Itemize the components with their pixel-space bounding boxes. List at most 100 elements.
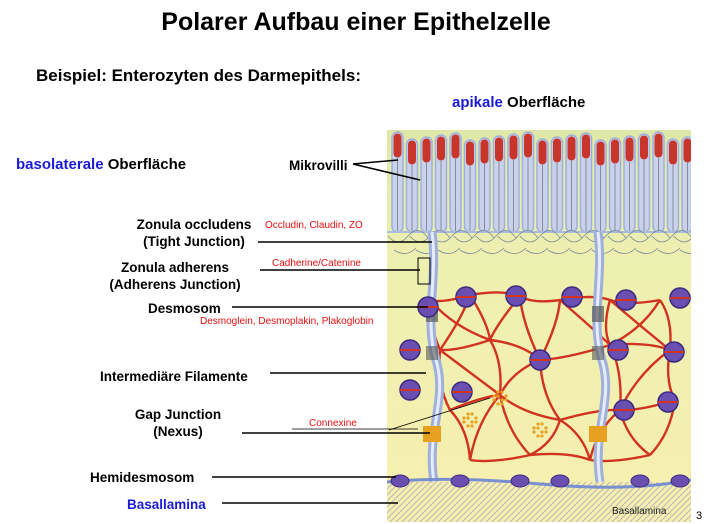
basallamina-figure-label: Basallamina (612, 506, 667, 517)
gap-junction-channel (589, 426, 607, 442)
microvillus-tip (408, 140, 416, 165)
filament-strand (529, 452, 591, 462)
granule (466, 416, 470, 420)
apical-rest: Oberfläche (502, 94, 586, 111)
microvillus-tip (654, 133, 663, 158)
hemidesmosomes (390, 474, 690, 488)
granule (474, 420, 478, 424)
granule (492, 398, 496, 402)
filament-strand (449, 409, 472, 461)
granule (466, 424, 470, 428)
filament-strand (498, 394, 531, 456)
web-fiber (673, 235, 691, 254)
basolateral-surface-label: basolaterale Oberfläche (16, 156, 186, 173)
granule (462, 420, 466, 424)
filament-strand (499, 394, 561, 422)
hemidesmosome (390, 474, 410, 488)
basolateral-rest: Oberfläche (103, 156, 187, 173)
microvillus-tip (611, 139, 619, 164)
microvillus-tip (553, 138, 561, 163)
hemidesmosome (630, 474, 650, 488)
microvillus-tip (625, 137, 634, 162)
microvilli (391, 131, 691, 233)
gap-junction-channel (423, 426, 441, 442)
microvillus-tip (582, 134, 590, 159)
granule (496, 390, 500, 394)
figure-body (387, 130, 691, 522)
hemidesmosome (550, 474, 570, 488)
adherens-bracket (417, 257, 431, 285)
web-fiber (541, 230, 583, 254)
microvillus-tip (451, 134, 460, 159)
web-fiber (629, 230, 671, 254)
gap-junction-granules (462, 390, 548, 438)
label-zonula-occludens: Zonula occludens (Tight Junction) (124, 216, 264, 250)
granule (532, 430, 536, 434)
hemidesmosome (670, 474, 690, 488)
microvillus-tip (683, 138, 691, 163)
lateral-membranes (423, 231, 611, 483)
microvillus-tip (567, 136, 576, 161)
apical-highlight: apikale (452, 94, 503, 111)
apical-surface-label: apikale Oberfläche (452, 94, 585, 111)
membrane-junction (592, 346, 604, 360)
zonula-occludens-name: Zonula occludens (136, 217, 252, 232)
membrane-desmosome-plaque (592, 306, 604, 322)
microvillus-tip (495, 137, 503, 162)
granule (540, 422, 544, 426)
label-intermediaere-filamente: Intermediäre Filamente (100, 369, 248, 384)
page-number: 3 (696, 510, 703, 522)
filament-strand (488, 339, 502, 396)
granule (500, 402, 504, 406)
granule (500, 398, 504, 402)
web-fiber (453, 230, 495, 254)
granule (540, 434, 544, 438)
page-title: Polarer Aufbau einer Epithelzelle (161, 8, 551, 36)
filament-strand (559, 418, 592, 461)
hemidesmosome (450, 474, 470, 488)
granule (536, 422, 540, 426)
granule (466, 412, 470, 416)
web-fiber (431, 230, 473, 254)
zonula-occludens-proteins: Occludin, Claudin, ZO (265, 220, 363, 231)
microvillus-tip (669, 140, 677, 165)
filament-strand (604, 299, 612, 346)
microvillus-tip (524, 133, 532, 158)
filament-strand (609, 299, 671, 351)
granule (462, 416, 466, 420)
microvillus-tip (509, 135, 518, 160)
filament-strand (439, 349, 501, 396)
granule (470, 424, 474, 428)
granule (544, 430, 548, 434)
filament-strand (468, 394, 501, 461)
label-hemidesmosom: Hemidesmosom (90, 470, 195, 485)
granule (504, 398, 508, 402)
granule (470, 412, 474, 416)
granule (492, 394, 496, 398)
basolateral-highlight: basolaterale (16, 156, 104, 173)
page-subtitle: Beispiel: Enterozyten des Darmepithels: (36, 66, 361, 85)
microvillus-tip (640, 135, 648, 160)
label-basallamina: Basallamina (127, 497, 206, 512)
web-fiber (387, 230, 429, 254)
granule (532, 426, 536, 430)
granule (496, 394, 500, 398)
membrane-junction (426, 346, 438, 360)
granule (496, 402, 500, 406)
leader-lines (212, 159, 432, 504)
granule (544, 426, 548, 430)
gap-junction-name: Gap Junction (134, 407, 222, 422)
filament-strand (439, 338, 491, 352)
zonula-adherens-name: Zonula adherens (120, 260, 230, 275)
granule (504, 394, 508, 398)
desmosom-proteins: Desmoglein, Desmoplakin, Plakoglobin (200, 316, 374, 327)
label-mikrovilli: Mikrovilli (289, 158, 348, 173)
microvillus-tip (437, 136, 445, 161)
label-desmosom: Desmosom (148, 301, 221, 316)
granule (536, 434, 540, 438)
filament-strand (529, 419, 562, 457)
web-fiber (475, 230, 517, 254)
label-zonula-adherens: Zonula adherens (Adherens Junction) (100, 259, 250, 293)
leader-connexine-granule (388, 397, 491, 431)
